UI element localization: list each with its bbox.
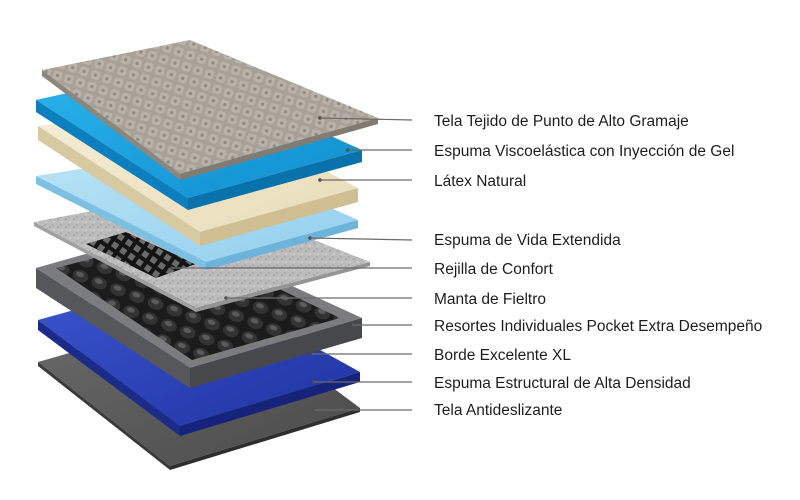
label-base-foam: Espuma Estructural de Alta Densidad [434,375,691,392]
label-knit-fabric: Tela Tejido de Punto de Alto Gramaje [434,113,689,130]
label-anti-slip-fabric: Tela Antideslizante [434,402,562,419]
leader-line-extended-life-foam [309,237,413,241]
label-pocket-springs: Resortes Individuales Pocket Extra Desem… [434,318,762,335]
label-comfort-grid: Rejilla de Confort [434,261,554,278]
layer-knit-fabric [42,40,378,180]
label-gel-memory-foam: Espuma Viscoelástica con Inyección de Ge… [434,143,734,160]
leader-line-knit-fabric [319,117,413,121]
leaders-and-labels: Tela Tejido de Punto de Alto Gramaje Esp… [170,113,762,419]
layer-comfort-grid [86,232,196,278]
label-natural-latex: Látex Natural [434,173,526,190]
label-edge-support: Borde Excelente XL [434,347,571,364]
label-extended-life-foam: Espuma de Vida Extendida [434,232,621,249]
label-felt-pad: Manta de Fieltro [434,291,546,308]
